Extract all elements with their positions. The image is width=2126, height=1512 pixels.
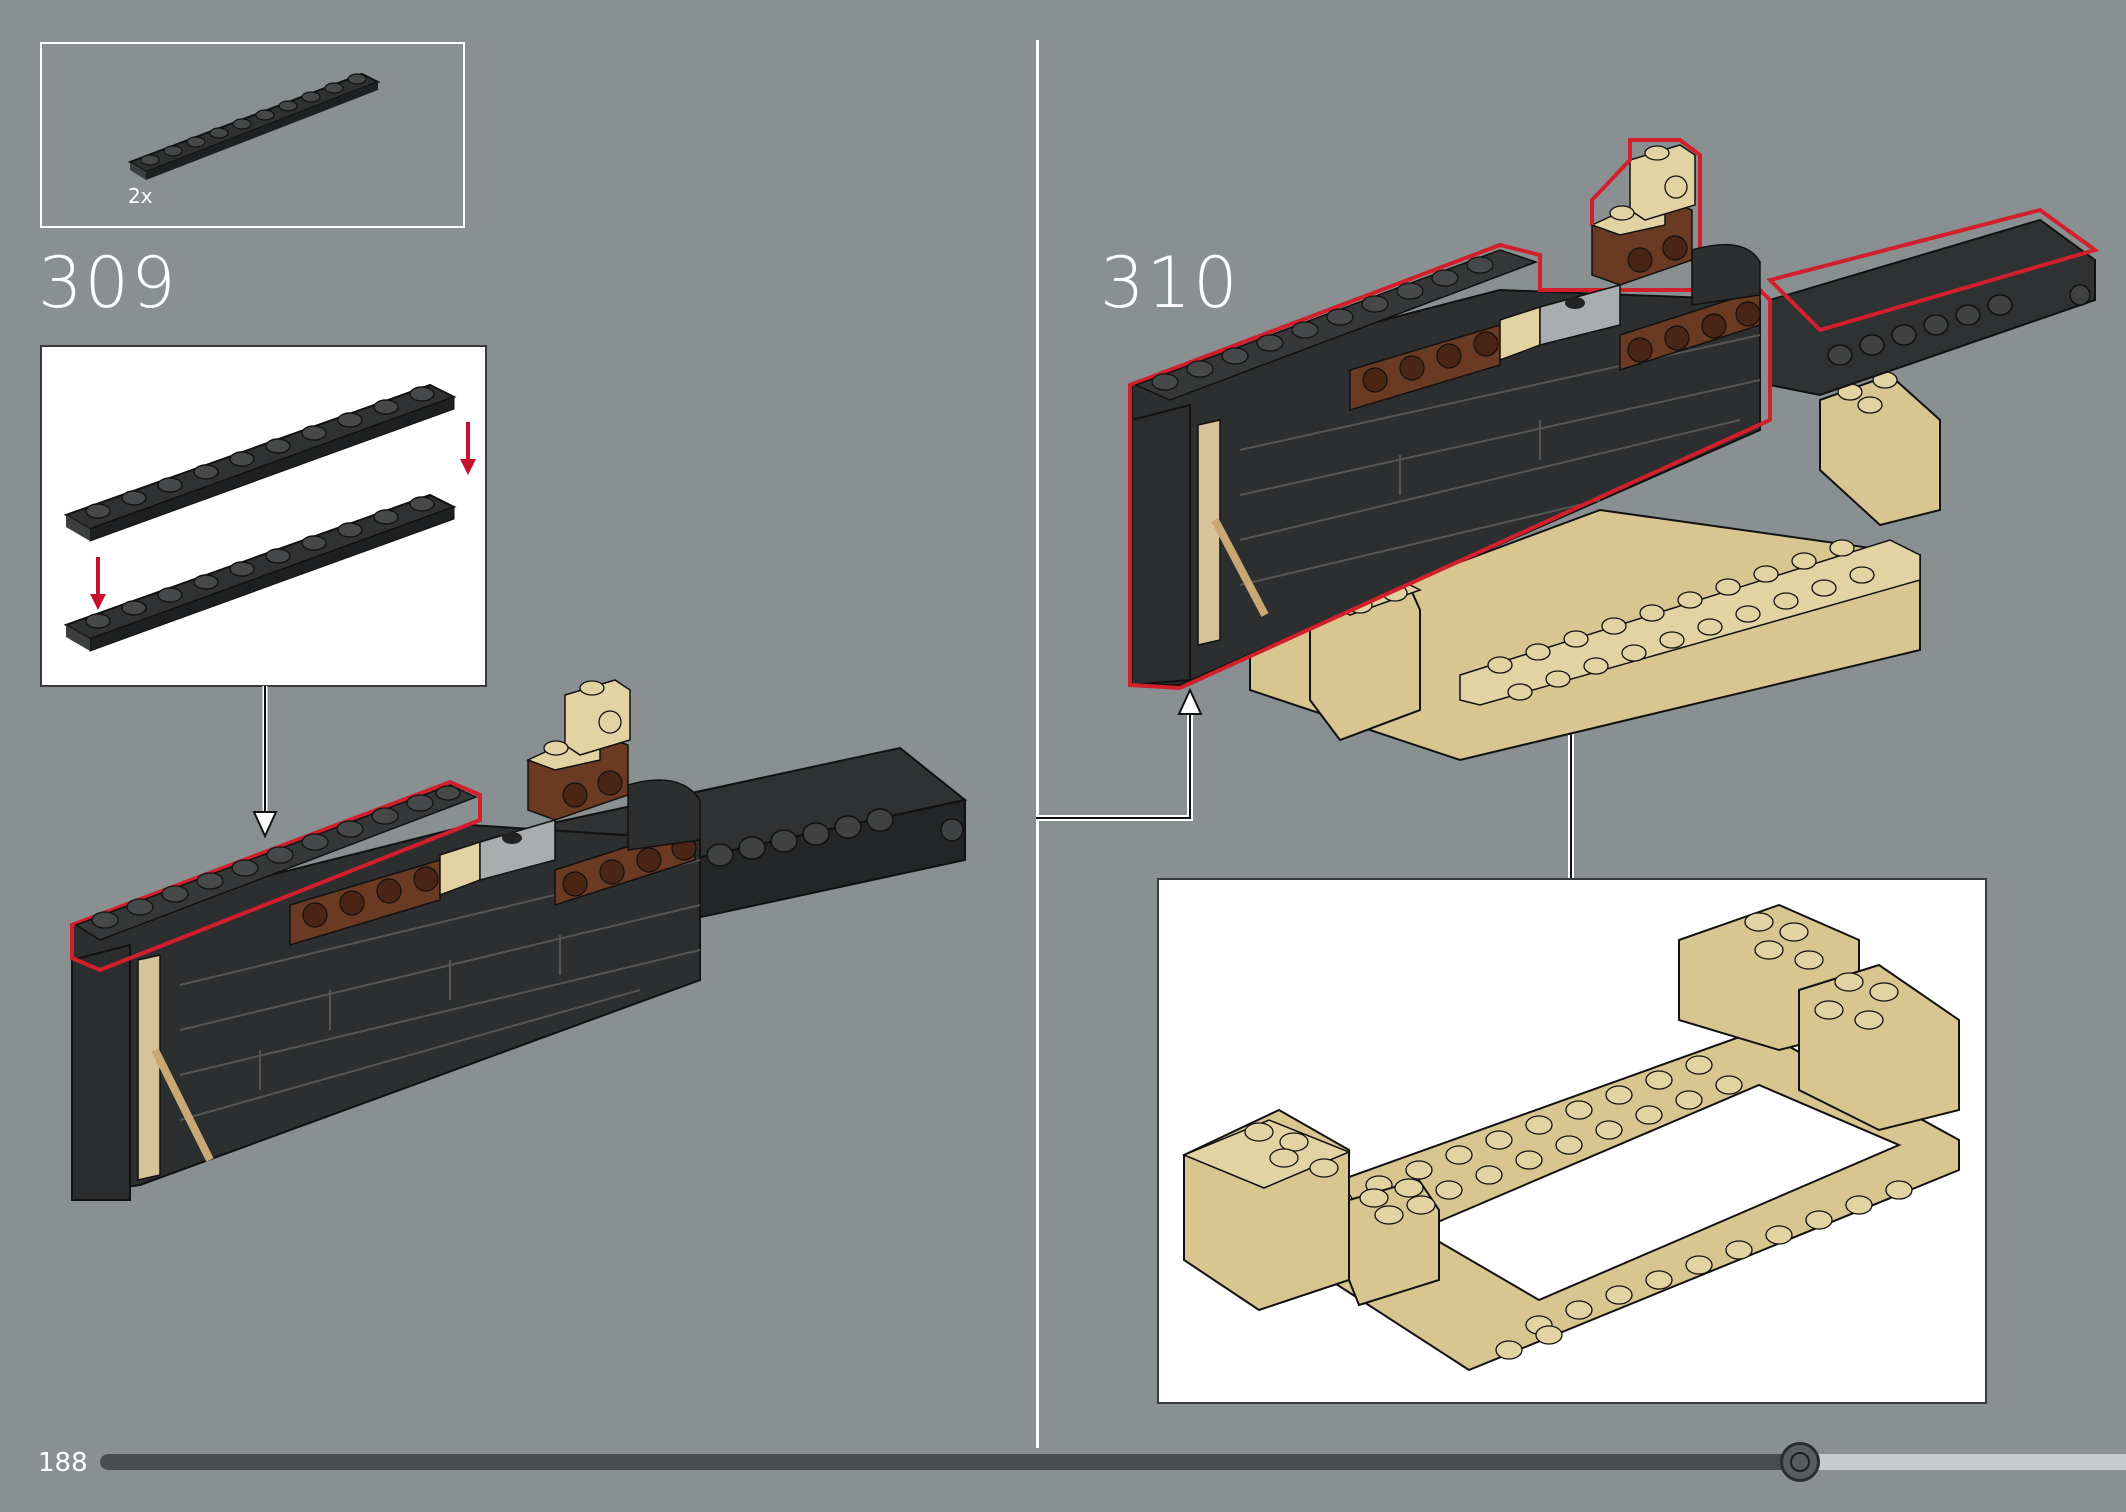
tan-base-illustration — [1182, 903, 1960, 1372]
model-illustration-309 — [70, 679, 968, 1201]
step-number-310: 310 — [1100, 242, 1240, 324]
dark-grey-plate-1x10-icon — [127, 72, 381, 180]
red-down-arrow-icon — [90, 422, 476, 610]
model-illustration-310 — [1128, 138, 2100, 762]
progress-fill — [100, 1454, 1802, 1470]
step-connector-arrow — [1036, 687, 1203, 821]
progress-handle[interactable] — [1780, 1442, 1820, 1482]
sub-assembly-callout-309 — [40, 345, 487, 687]
page-number: 188 — [38, 1448, 88, 1478]
parts-list-box: 2x — [40, 42, 465, 228]
callout-arrow-309 — [252, 686, 278, 839]
page-divider — [1036, 40, 1039, 1448]
part-quantity: 2x — [128, 184, 153, 208]
step-number-309: 309 — [38, 242, 178, 324]
sub-assembly-callout-310 — [1157, 878, 1987, 1404]
plate-stack-illustration — [63, 383, 476, 652]
